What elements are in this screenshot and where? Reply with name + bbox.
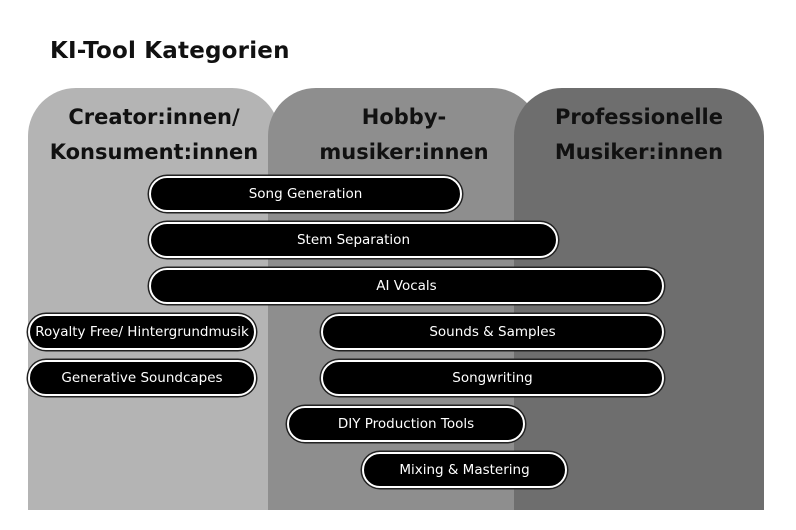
column-header-hobby-musicians: Hobby- musiker:innen bbox=[268, 100, 540, 170]
pill-ai-vocals: AI Vocals bbox=[149, 268, 664, 304]
column-header-line: Musiker:innen bbox=[554, 140, 724, 164]
pill-song-generation: Song Generation bbox=[149, 176, 462, 212]
pill-generative-soundscapes: Generative Soundcapes bbox=[28, 360, 256, 396]
diagram-title: KI-Tool Kategorien bbox=[50, 38, 290, 64]
pill-stem-separation: Stem Separation bbox=[149, 222, 558, 258]
column-header-professional-musicians: Professionelle Musiker:innen bbox=[514, 100, 764, 170]
column-header-line: Professionelle bbox=[554, 105, 723, 129]
pill-royalty-free-background-music: Royalty Free/ Hintergrundmusik bbox=[28, 314, 256, 350]
column-header-creators-consumers: Creator:innen/ Konsument:innen bbox=[28, 100, 280, 170]
pill-sounds-samples: Sounds & Samples bbox=[321, 314, 664, 350]
column-header-line: Konsument:innen bbox=[49, 140, 259, 164]
column-header-line: Hobby- bbox=[361, 105, 447, 129]
pill-mixing-mastering: Mixing & Mastering bbox=[362, 452, 567, 488]
column-header-line: Creator:innen/ bbox=[68, 105, 240, 129]
pill-diy-production-tools: DIY Production Tools bbox=[287, 406, 525, 442]
column-header-line: musiker:innen bbox=[319, 140, 489, 164]
pill-songwriting: Songwriting bbox=[321, 360, 664, 396]
